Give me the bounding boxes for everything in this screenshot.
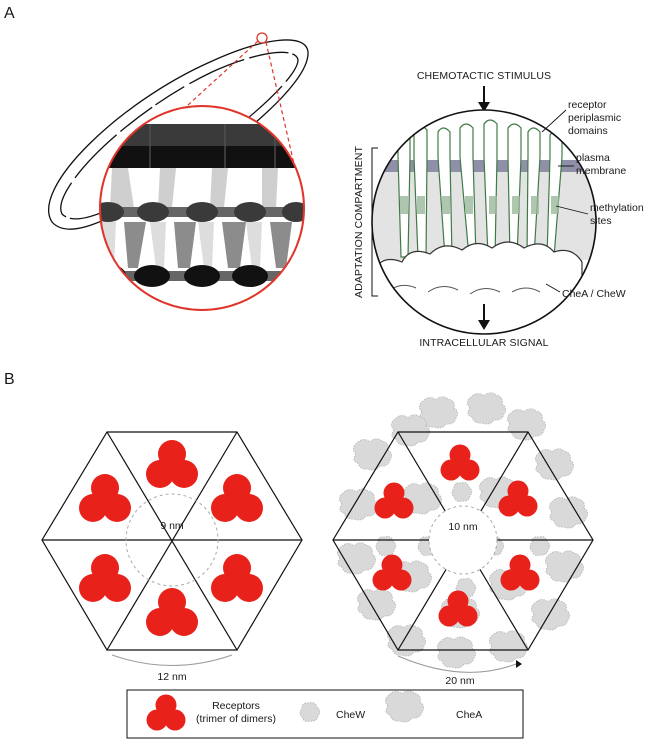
legend-chew: CheW (336, 709, 365, 721)
zoom-circle (99, 105, 305, 311)
legend-receptors-2: (trimer of dimers) (196, 713, 276, 725)
receptor-trimer (79, 474, 131, 522)
receptor-trimer (211, 554, 263, 602)
methylation-callout-2: sites (590, 215, 612, 227)
receptor-schematic (371, 109, 597, 335)
signal-label: INTRACELLULAR SIGNAL (419, 337, 548, 349)
right-outer-distance: 20 nm (445, 675, 474, 687)
zoom-origin-marker (256, 32, 268, 44)
outer-arc-right (397, 655, 517, 673)
receptor-trimer (440, 444, 480, 481)
chea-chew-callout: CheA / CheW (562, 288, 626, 300)
receptor-callout-1: receptor (568, 99, 607, 111)
receptor-callout-3: domains (568, 125, 608, 137)
stimulus-label: CHEMOTACTIC STIMULUS (417, 70, 551, 82)
membrane-callout-2: membrane (576, 165, 626, 177)
receptor-trimer (211, 474, 263, 522)
arc-arrowhead (516, 660, 522, 668)
receptor-trimer (146, 440, 198, 488)
receptor-trimer (79, 554, 131, 602)
legend-chea: CheA (456, 709, 482, 721)
hexagon-left: 9 nm 12 nm (41, 431, 303, 683)
callout-lines (541, 109, 589, 293)
left-outer-distance: 12 nm (157, 671, 186, 683)
membrane-callout-1: plasma (576, 152, 610, 164)
inner-ring-right (428, 505, 498, 575)
receptor-trimer (500, 554, 540, 591)
methylation-callout-1: methylation (590, 202, 644, 214)
hexagon-right: 10 nm 20 nm (332, 392, 594, 687)
legend-chea-icon (385, 690, 425, 723)
receptor-trimer (146, 588, 198, 636)
stimulus-arrow (478, 86, 490, 112)
left-inner-distance: 9 nm (160, 520, 184, 532)
receptor-callout-2: periplasmic (568, 112, 621, 124)
inner-ring-left (125, 493, 219, 587)
legend: Receptors (trimer of dimers) CheW CheA (126, 689, 524, 739)
signal-arrow (478, 304, 490, 330)
compartment-bracket (371, 147, 378, 297)
panel-label-a: A (4, 5, 15, 22)
compartment-label: ADAPTATION COMPARTMENT (353, 146, 365, 298)
panel-label-b: B (4, 371, 15, 388)
outer-arc-left (111, 654, 233, 666)
right-inner-distance: 10 nm (448, 521, 477, 533)
legend-receptors-1: Receptors (212, 700, 260, 712)
receptor-trimer (372, 554, 412, 591)
